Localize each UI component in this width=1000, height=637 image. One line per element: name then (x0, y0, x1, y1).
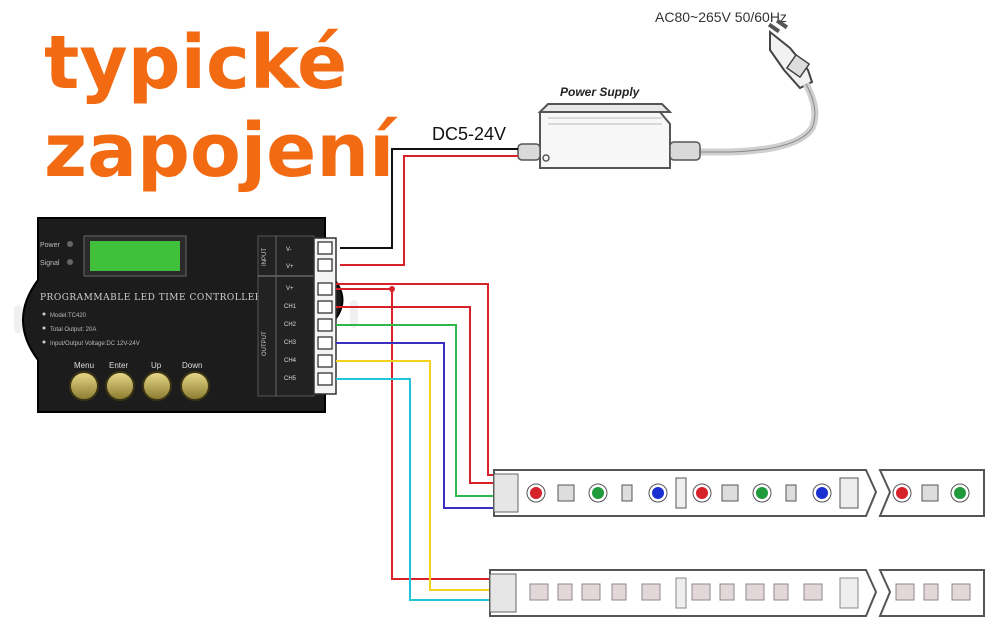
terminal-label-ch1: CH1 (284, 304, 297, 310)
spec-total-output: Total Output: 20A (50, 327, 96, 333)
controller: Power Signal PROGRAMMABLE LED TIME CONTR… (14, 217, 358, 413)
spec-model: Model:TC420 (50, 313, 87, 319)
terminal-label-vplus-in: V+ (286, 264, 294, 270)
terminal-label-vminus: V- (286, 247, 292, 253)
enter-button[interactable]: Enter (105, 361, 135, 401)
wire-dc-positive (340, 155, 518, 266)
wire-ch4 (336, 360, 490, 591)
ac-plug (767, 18, 814, 90)
led-green (756, 487, 768, 499)
ac-cable (700, 82, 819, 156)
terminal-label-ch5: CH5 (284, 376, 297, 382)
terminal-block (313, 237, 337, 395)
terminal-label-ch2: CH2 (284, 322, 297, 328)
led-red (530, 487, 542, 499)
svg-text:Up: Up (151, 361, 162, 370)
svg-text:Menu: Menu (74, 361, 94, 370)
wire-ch1 (336, 306, 494, 484)
down-button[interactable]: Down (180, 361, 210, 401)
led-blue (652, 487, 664, 499)
terminal-label-ch4: CH4 (284, 358, 297, 364)
rgb-led-strip (493, 469, 985, 517)
dc-voltage-label: DC5-24V (432, 124, 506, 144)
wire-ch2 (336, 324, 494, 497)
up-button[interactable]: Up (142, 361, 172, 401)
menu-button[interactable]: Menu (69, 361, 99, 401)
power-supply: Power Supply (517, 85, 701, 169)
ac-input-label: AC80~265V 50/60Hz (655, 9, 787, 25)
led-green (592, 487, 604, 499)
indicator-power-label: Power (40, 242, 61, 249)
svg-text:Down: Down (182, 361, 202, 370)
wire-vplus-strip1 (336, 283, 494, 476)
led-red (896, 487, 908, 499)
power-supply-label: Power Supply (560, 85, 641, 99)
title-line-2: zapojení (44, 108, 398, 194)
output-wiring (336, 283, 494, 601)
wire-dc-negative (340, 148, 518, 249)
signal-led (67, 259, 73, 265)
title-line-1: typické (44, 20, 347, 106)
wire-ch3 (336, 342, 494, 509)
led-red (696, 487, 708, 499)
led-blue (816, 487, 828, 499)
svg-text:Enter: Enter (109, 361, 128, 370)
controller-name: PROGRAMMABLE LED TIME CONTROLLER (40, 293, 262, 303)
input-group-label: INPUT (262, 248, 268, 266)
output-group-label: OUTPUT (262, 331, 268, 356)
power-led (67, 241, 73, 247)
terminal-label-ch3: CH3 (284, 340, 297, 346)
indicator-signal-label: Signal (40, 260, 60, 267)
wire-ch5 (336, 378, 490, 601)
terminal-label-vplus-out: V+ (286, 286, 294, 292)
lcd-screen (90, 241, 180, 271)
led-green (954, 487, 966, 499)
wire-vplus-strip2 (336, 288, 490, 580)
single-color-led-strip (489, 569, 985, 617)
spec-voltage: Input/Output Voltage:DC 12V-24V (50, 341, 140, 347)
